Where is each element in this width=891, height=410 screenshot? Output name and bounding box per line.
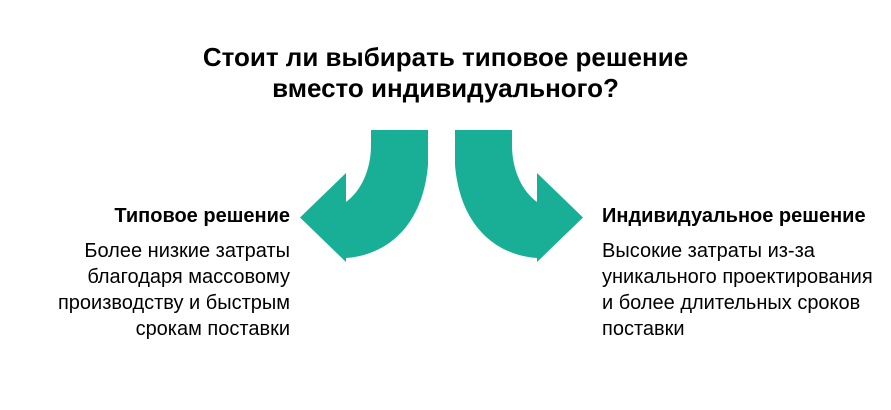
fork-arrow-right-icon	[455, 130, 583, 262]
branch-custom-solution: Индивидуальное решение Высокие затраты и…	[602, 203, 887, 342]
fork-arrow-left-icon	[300, 130, 428, 262]
custom-solution-heading: Индивидуальное решение	[602, 205, 866, 227]
standard-solution-heading: Типовое решение	[114, 205, 290, 227]
standard-solution-description: Более низкие затраты благодаря массовому…	[57, 240, 290, 340]
custom-solution-description: Высокие затраты из-за уникального проект…	[602, 240, 873, 340]
page-title: Стоит ли выбирать типовое решение вместо…	[202, 42, 689, 103]
branch-standard-solution: Типовое решение Более низкие затраты бла…	[40, 203, 290, 342]
branch-arrows	[300, 130, 583, 262]
